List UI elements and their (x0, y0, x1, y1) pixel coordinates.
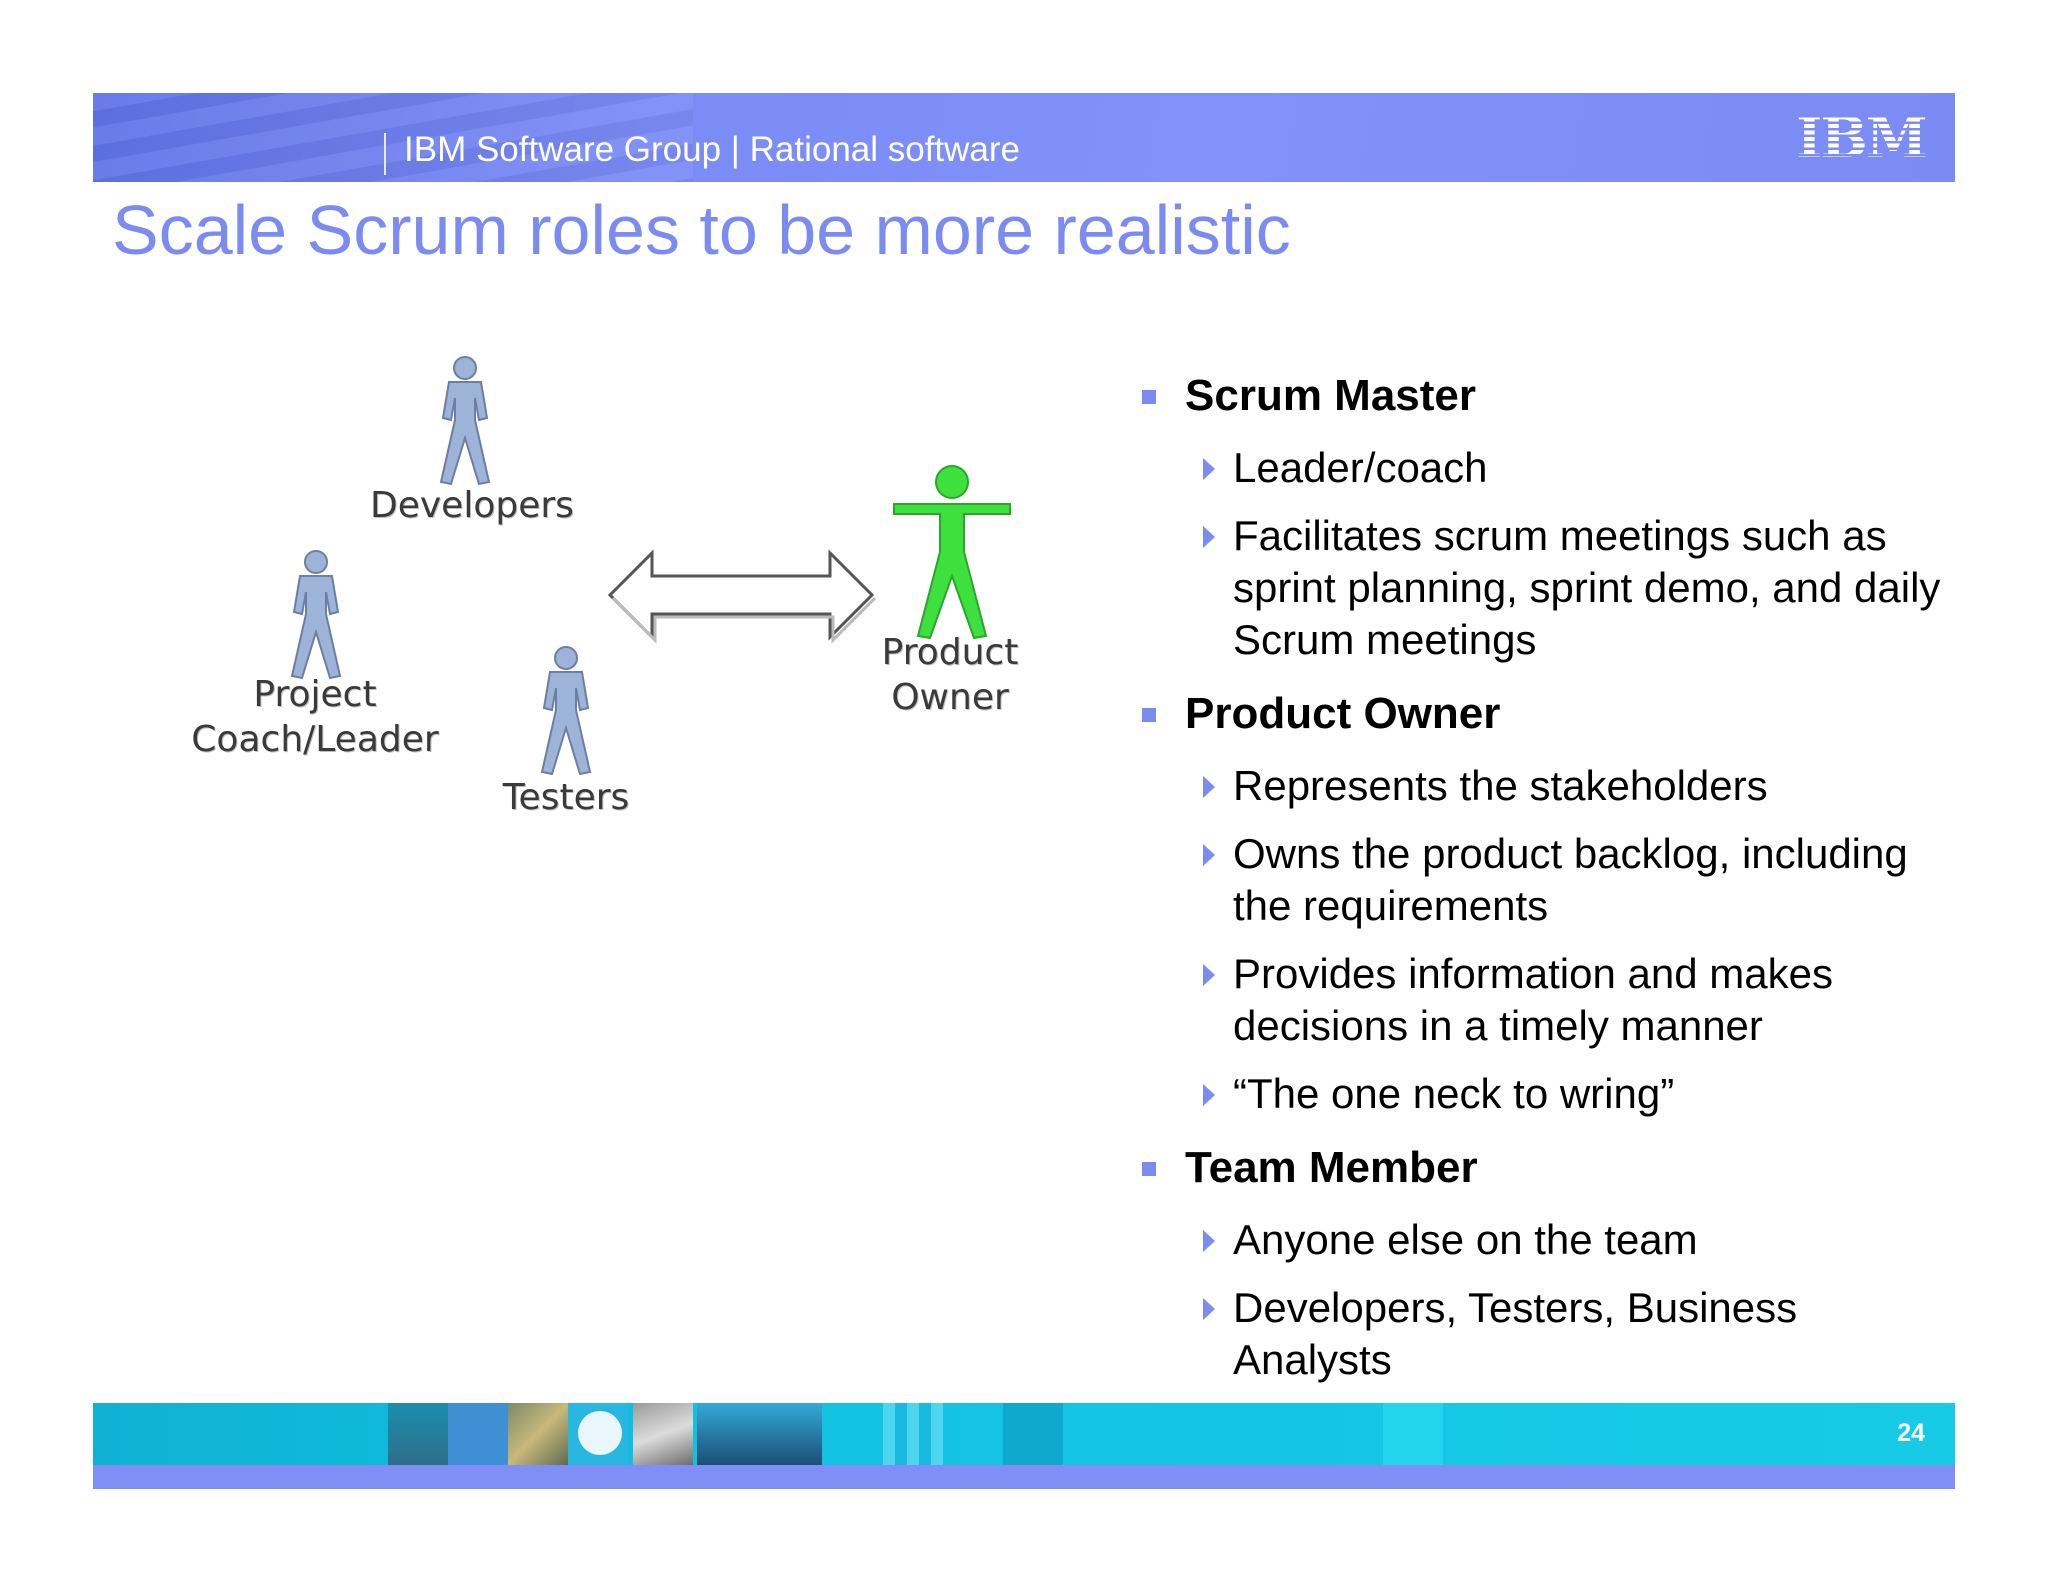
triangle-bullet-icon (1203, 1084, 1215, 1106)
footer-pixel-block (883, 1403, 943, 1465)
bullet-item: Developers, Testers, Business Analysts (1140, 1282, 1960, 1386)
bullet-item: “The one neck to wring” (1140, 1068, 1960, 1120)
triangle-bullet-icon (1203, 1298, 1215, 1320)
bullet-item: Anyone else on the team (1140, 1214, 1960, 1266)
bullet-heading: Product Owner (1140, 688, 1960, 740)
triangle-bullet-icon (1203, 526, 1215, 548)
header-band: IBM Software Group | Rational software I… (93, 93, 1955, 182)
project-leader-person-icon (290, 550, 342, 680)
footer-people-icon (448, 1403, 508, 1465)
slide-title: Scale Scrum roles to be more realistic (112, 191, 1291, 269)
footer-clock-photo (508, 1403, 568, 1465)
footer-bottom-band (93, 1465, 1955, 1489)
svg-text:IBM: IBM (1796, 111, 1926, 163)
project-label-line1: Project (253, 674, 377, 715)
bullet-item: Represents the stakeholders (1140, 760, 1960, 812)
triangle-bullet-icon (1203, 458, 1215, 480)
square-bullet-icon (1142, 1162, 1156, 1176)
footer-block-2 (1383, 1403, 1443, 1465)
bullet-item: Provides information and makes decisions… (1140, 948, 1960, 1052)
header-divider (384, 133, 386, 175)
triangle-bullet-icon (1203, 844, 1215, 866)
testers-label: Testers (502, 777, 630, 818)
bullet-item: Owns the product backlog, including the … (1140, 828, 1960, 932)
bullet-item: Leader/coach (1140, 442, 1960, 494)
footer-statue-photo (633, 1403, 693, 1465)
developers-label: Developers (370, 485, 574, 526)
header-group-text: IBM Software Group | Rational software (404, 130, 1021, 169)
bullet-heading: Team Member (1140, 1142, 1960, 1194)
product-owner-person-icon (893, 465, 1011, 640)
triangle-bullet-icon (1203, 1230, 1215, 1252)
footer-block-1 (1003, 1403, 1063, 1465)
product-label-line2: Owner (891, 677, 1009, 718)
developer-person-icon (439, 356, 491, 486)
bullet-item: Facilitates scrum meetings such as sprin… (1140, 510, 1960, 666)
project-label-line2: Coach/Leader (191, 719, 439, 760)
page-number: 24 (1897, 1419, 1925, 1447)
footer-circle-icon (568, 1403, 628, 1465)
product-label-line1: Product (881, 632, 1019, 673)
square-bullet-icon (1142, 708, 1156, 722)
ibm-logo-icon: IBM (1796, 111, 1926, 163)
footer-climbers-photo (697, 1403, 822, 1465)
triangle-bullet-icon (1203, 776, 1215, 798)
roles-diagram: Developers Project Coach/Leader Testers … (180, 340, 1060, 840)
square-bullet-icon (1142, 390, 1156, 404)
role-bullet-list: Scrum Master Leader/coach Facilitates sc… (1140, 370, 1960, 1402)
double-arrow-icon (607, 549, 877, 644)
tester-person-icon (540, 646, 592, 776)
bullet-heading: Scrum Master (1140, 370, 1960, 422)
header-texture (93, 93, 693, 182)
triangle-bullet-icon (1203, 964, 1215, 986)
footer-band: 24 (93, 1403, 1955, 1465)
